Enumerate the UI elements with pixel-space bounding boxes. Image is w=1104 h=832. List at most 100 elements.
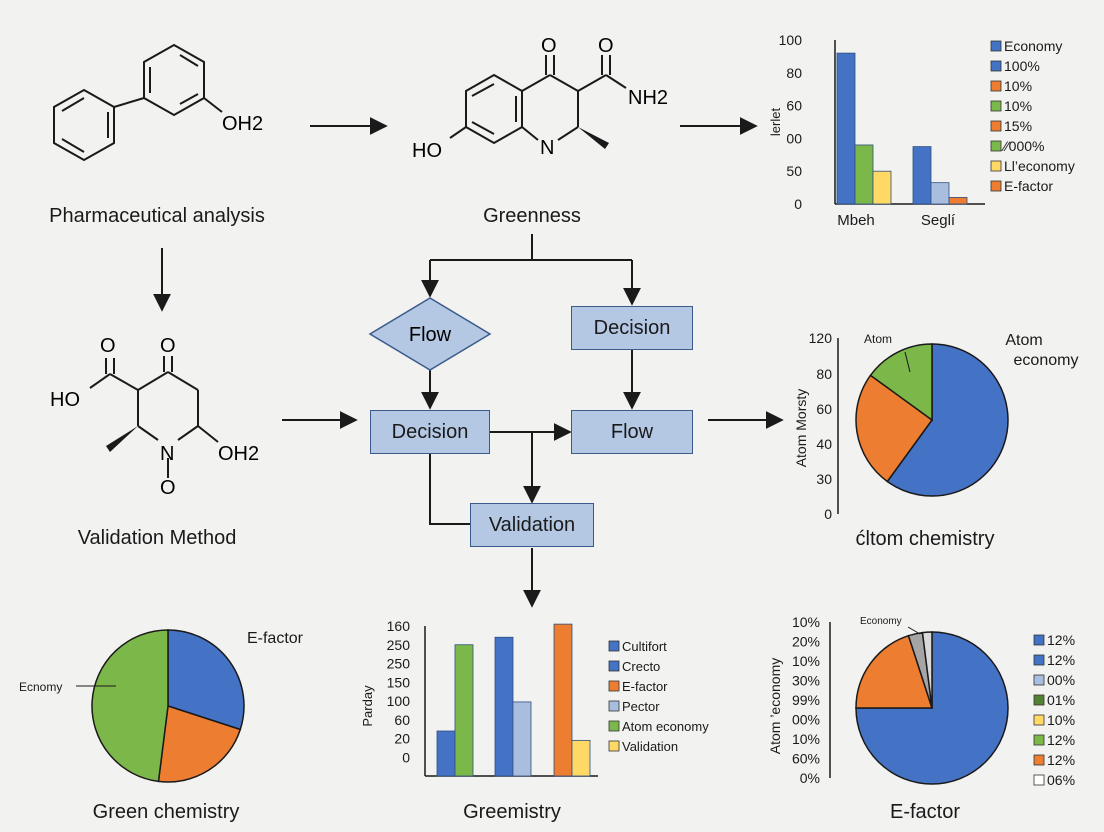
chart5-legend-label: 01% [1047,692,1075,708]
chart4-legend-swatch [608,700,620,712]
chart5-legend-label: 12% [1047,652,1075,668]
chart4-legend-label: E-factor [622,679,668,694]
mol2-wedge-bond [578,127,609,149]
caption-pharmaceutical-analysis: Pharmaceutical analysis [49,205,265,227]
chart5-legend-swatch [1033,774,1045,786]
flow-box-flow-right: Flow [571,410,693,454]
chart4-y-tick-label: 60 [394,712,410,728]
chart5-y-tick-label: 99% [792,692,820,708]
chart1-legend-label: Economy [1004,38,1062,54]
mol3-n-label: N [160,443,174,465]
chart1-bar [854,144,874,205]
chart2-y-tick-label: 120 [809,330,833,346]
caption-greenness: Greenness [483,205,581,227]
chart2-y-tick-label: 30 [816,471,832,487]
chart1-legend-label: Ll’economy [1004,158,1075,174]
chart5-legend-swatch [1033,754,1045,766]
chart2-annotation: Atom [864,332,892,346]
flow-box-decision-top: Decision [571,306,693,350]
chart5-y-tick-label: 20% [792,634,820,650]
chart4-legend-label: Validation [622,739,678,754]
chart5-annotation: Economy [860,616,902,627]
chart1-legend-label: 10% [1004,78,1032,94]
chart1-legend-swatch [990,80,1002,92]
chart1-y-axis-title: lerlet [768,108,783,137]
chart4-legend-swatch [608,660,620,672]
chart1-legend-label: E-factor [1004,178,1053,194]
chart5-legend-swatch [1033,694,1045,706]
chart1-legend-swatch [990,60,1002,72]
chart2-y-tick-label: 0 [824,506,832,522]
chart3-slice-0 [167,629,245,731]
chart1-legend-label: 10% [1004,98,1032,114]
chart5-x-axis-title: E-factor [890,801,960,823]
chart1-bar [930,182,950,205]
chart5-slice-3 [921,631,933,709]
chart4-y-tick-label: 0 [402,749,410,765]
chart-bottom-bar: 16025025015010060200PardayCultifortCrect… [360,618,709,823]
chart5-y-axis-title: Atom ’economy [767,658,783,754]
mol3-o2-label: O [160,335,176,357]
chart3-x-axis-title: Green chemistry [93,801,240,823]
chart1-x-tick-label: Mbeh [837,212,875,229]
caption-validation-method: Validation Method [77,527,237,549]
chart1-y-tick-label: 0 [794,196,802,212]
chart4-bar [436,730,456,777]
mol3-ho-label: HO [50,389,80,411]
chart1-legend-swatch [990,100,1002,112]
chart4-bar [454,644,474,777]
chart1-legend-swatch [990,40,1002,52]
chart1-y-tick-label: 50 [786,163,802,179]
chart4-legend-label: Atom economy [622,719,709,734]
chart4-legend-swatch [608,680,620,692]
chart1-y-tick-label: 80 [786,65,802,81]
chart2-title-line2: economy [1014,352,1079,369]
chart1-legend-label: 15% [1004,118,1032,134]
chart1-legend-swatch [990,180,1002,192]
chart1-x-tick-label: Seglí [921,212,956,229]
chart4-y-tick-label: 20 [394,731,410,747]
chart1-legend-swatch [990,160,1002,172]
chart1-bar [872,170,892,205]
chart4-legend-label: Cultifort [622,639,667,654]
chart4-legend-label: Pector [622,699,660,714]
mol1-oh-label: OH2 [222,113,263,135]
chart5-legend-swatch [1033,634,1045,646]
mol2-nh2-label: NH2 [628,87,668,109]
chart3-annotation: Ecnomy [19,680,62,694]
chart2-y-tick-label: 80 [816,366,832,382]
chart3-title: E-factor [247,630,304,647]
chart5-legend-swatch [1033,674,1045,686]
chart5-slice-1 [855,634,934,709]
chart5-legend-label: 06% [1047,772,1075,788]
chart5-slice-0 [855,631,1009,785]
chart4-bar [571,739,591,777]
chart5-y-tick-label: 10% [792,731,820,747]
flow-box-validation: Validation [470,503,594,547]
chart4-y-tick-label: 250 [387,656,411,672]
chart4-y-tick-label: 250 [387,637,411,653]
chart1-legend-swatch [990,120,1002,132]
molecule-1 [53,43,223,162]
chart5-y-tick-label: 60% [792,751,820,767]
mol3-o1-label: O [100,335,116,357]
chart5-y-tick-label: 30% [792,673,820,689]
chart1-bar [912,146,932,205]
chart2-slice-2 [869,343,933,422]
chart2-slice-1 [855,374,934,483]
chart1-legend-swatch [990,140,1002,152]
chart4-legend-swatch [608,640,620,652]
chart2-y-tick-label: 60 [816,401,832,417]
chart5-legend-swatch [1033,714,1045,726]
chart5-legend-label: 12% [1047,752,1075,768]
chart4-y-tick-label: 150 [387,674,411,690]
chart5-y-tick-label: 0% [800,770,820,786]
mol2-o1-label: O [541,35,557,57]
flow-diamond-label: Flow [409,324,452,346]
chart5-legend-label: 10% [1047,712,1075,728]
chart4-bar [553,623,573,777]
chart5-legend-swatch [1033,654,1045,666]
chart5-annotation-leader [907,626,921,635]
